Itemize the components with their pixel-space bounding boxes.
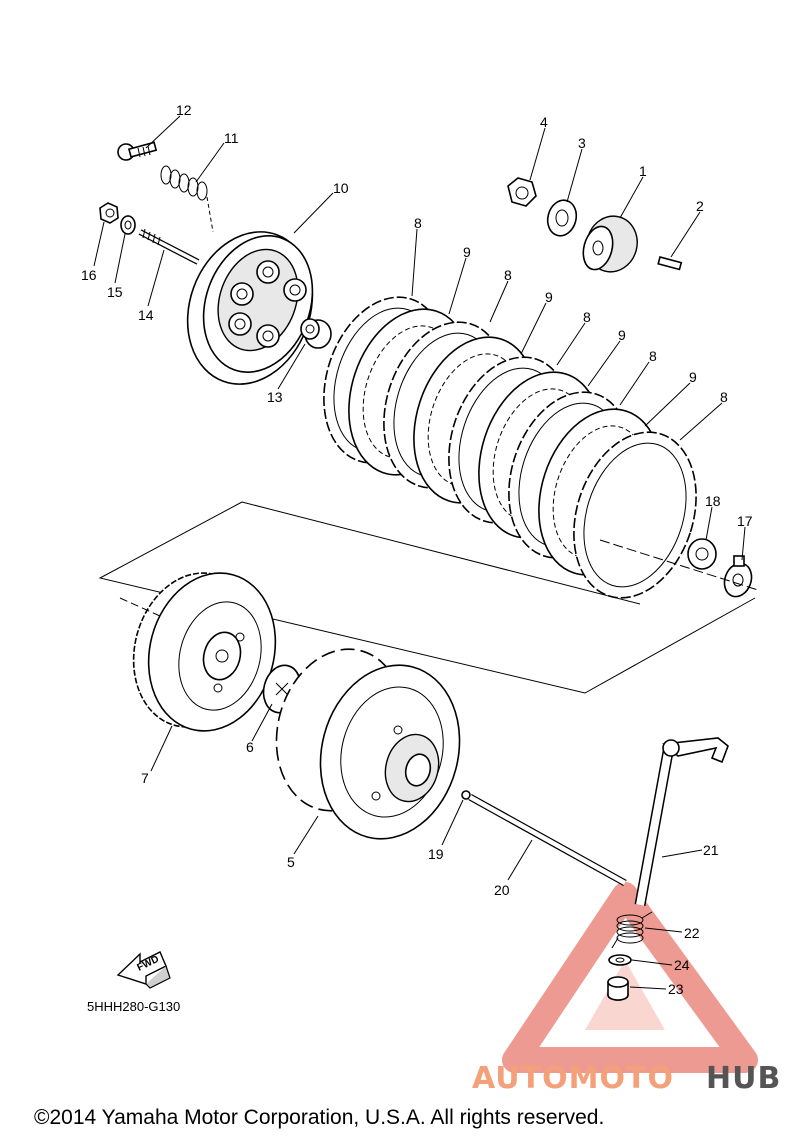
part-10-pressure-plate xyxy=(186,231,314,385)
label-part-1: 1 xyxy=(639,163,647,179)
label-part-7: 7 xyxy=(141,770,149,786)
label-part-3: 3 xyxy=(578,135,586,151)
part-2-key xyxy=(657,256,683,271)
assembly-plane xyxy=(98,501,756,694)
label-part-15: 15 xyxy=(107,284,123,300)
part-14-stud xyxy=(138,228,200,265)
label-part-5: 5 xyxy=(287,854,295,870)
clutch-plate-stack xyxy=(323,296,697,599)
watermark-logo xyxy=(502,882,758,1073)
part-16-nut xyxy=(99,202,119,224)
label-part-6: 6 xyxy=(246,739,254,755)
part-13-bearing xyxy=(300,318,332,349)
part-7-driven-gear xyxy=(132,572,277,732)
part-5-clutch-housing xyxy=(275,648,461,840)
label-part-8e: 8 xyxy=(720,389,728,405)
label-part-8a: 8 xyxy=(414,215,422,231)
part-4-nut xyxy=(507,177,537,207)
label-part-9c: 9 xyxy=(618,327,626,343)
part-24-washer xyxy=(608,954,632,966)
label-part-2: 2 xyxy=(696,198,704,214)
part-12-bolt xyxy=(117,141,158,161)
label-part-24: 24 xyxy=(674,957,690,973)
label-part-14: 14 xyxy=(138,307,154,323)
label-part-20: 20 xyxy=(494,882,510,898)
label-part-11: 11 xyxy=(224,130,239,146)
label-part-9d: 9 xyxy=(689,369,697,385)
fwd-arrow-icon: FWD xyxy=(116,951,171,989)
part-17-lock-washer xyxy=(723,555,753,598)
label-part-22: 22 xyxy=(684,925,700,941)
part-1-gear xyxy=(582,215,638,273)
label-part-13: 13 xyxy=(267,389,283,405)
part-15-washer xyxy=(120,215,136,235)
part-20-push-rod xyxy=(468,793,627,887)
copyright-footer: ©2014 Yamaha Motor Corporation, U.S.A. A… xyxy=(34,1106,604,1129)
label-part-9a: 9 xyxy=(463,244,471,260)
label-part-21: 21 xyxy=(703,842,719,858)
part-3-washer xyxy=(546,199,578,237)
label-part-8d: 8 xyxy=(649,348,657,364)
watermark-text: AUTOMOTO HUB xyxy=(472,1061,781,1096)
label-part-23: 23 xyxy=(668,981,684,997)
watermark-brand-part1: AUTOMOTO xyxy=(472,1061,674,1096)
label-part-18: 18 xyxy=(705,493,721,509)
friction-plate-5 xyxy=(573,431,697,599)
diagram-code: 5HHH280-G130 xyxy=(87,999,180,1014)
part-22-spring xyxy=(611,911,653,949)
label-part-9b: 9 xyxy=(545,289,553,305)
label-part-16: 16 xyxy=(81,267,97,283)
label-part-8c: 8 xyxy=(583,309,591,325)
part-labels: 12 11 10 4 3 1 2 16 15 14 13 8 9 8 9 8 9… xyxy=(81,102,753,997)
label-part-12: 12 xyxy=(176,102,192,118)
label-part-8b: 8 xyxy=(504,267,512,283)
part-21-push-lever-shaft xyxy=(634,737,729,906)
part-19-ball xyxy=(461,790,471,800)
label-part-10: 10 xyxy=(333,180,349,196)
label-part-4: 4 xyxy=(540,114,548,130)
label-part-19: 19 xyxy=(428,846,444,862)
part-23-collar xyxy=(607,976,629,1001)
axis-line-2 xyxy=(119,597,161,617)
watermark-brand-part2: HUB xyxy=(706,1061,781,1096)
part-18-bearing xyxy=(687,538,717,570)
leader-lines xyxy=(93,115,746,990)
part-11-spring xyxy=(160,165,214,233)
label-part-17: 17 xyxy=(737,513,753,529)
